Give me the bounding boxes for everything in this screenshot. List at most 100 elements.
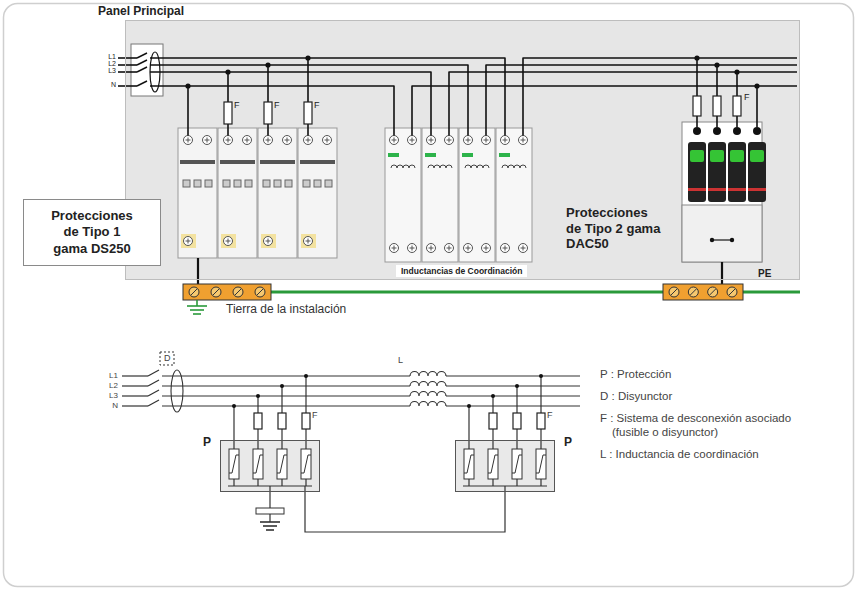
module-window xyxy=(245,180,252,187)
main-panel: Panel PrincipalProtecciones de Tipo 1 ga… xyxy=(125,20,800,280)
drop-wire xyxy=(696,58,698,127)
phase-name: L3 xyxy=(98,67,116,75)
terminal-mark xyxy=(431,138,432,143)
phase-name: N xyxy=(98,81,116,89)
fuse-label: F xyxy=(274,100,280,111)
varistor-curve xyxy=(301,455,311,473)
phase-name: L3 xyxy=(100,391,118,401)
ground-bar xyxy=(663,284,743,300)
outer-frame xyxy=(4,4,854,587)
fuse-symbol xyxy=(713,96,721,116)
terminal xyxy=(304,136,313,145)
terminal-mark xyxy=(431,246,432,251)
supply-wire xyxy=(118,71,137,73)
junction-dot xyxy=(305,55,310,60)
ground-bar xyxy=(256,508,284,514)
key-entry: D : Disyunctor xyxy=(600,390,828,404)
junction-dot xyxy=(734,69,739,74)
terminal-mark xyxy=(327,138,328,143)
terminal xyxy=(323,136,332,145)
junction-dot xyxy=(753,127,761,135)
type1-label-box: Protecciones de Tipo 1 gama DS250 xyxy=(23,199,161,266)
coil-symbol xyxy=(391,165,415,168)
ground-symbol xyxy=(187,305,207,307)
junction-dot xyxy=(710,238,714,242)
line-conductor xyxy=(446,405,580,406)
earth-wire xyxy=(269,486,270,508)
fuse-label: F xyxy=(314,100,320,111)
cartridge xyxy=(748,142,766,202)
line-conductor xyxy=(122,395,148,396)
varistor-lead xyxy=(281,479,282,486)
terminal-mark xyxy=(207,138,208,143)
supply-wire xyxy=(118,64,137,66)
fuse-symbol xyxy=(537,413,545,429)
earth-terminal-mark xyxy=(712,239,732,240)
inductance-label-box: Inductancias de Coordinación xyxy=(396,265,527,277)
ground-bar xyxy=(183,284,271,300)
supply-wire xyxy=(118,57,137,59)
type1-module xyxy=(178,128,217,258)
terminal-mark xyxy=(505,138,506,143)
terminal xyxy=(224,136,233,145)
varistor-symbol xyxy=(464,449,474,479)
junction-dot xyxy=(694,55,699,60)
screw-slot xyxy=(191,289,197,295)
varistor-symbol xyxy=(512,449,522,479)
junction-dot xyxy=(256,394,260,398)
ground-symbol xyxy=(193,313,201,315)
terminal-mark xyxy=(523,138,524,143)
screw-slot xyxy=(213,289,219,295)
terminal xyxy=(427,136,436,145)
varistor-lead xyxy=(257,479,258,486)
status-mark xyxy=(499,153,510,157)
bar-screw xyxy=(708,287,718,297)
protection-box: P xyxy=(220,440,320,492)
inductance-module xyxy=(385,128,421,262)
cartridge-indicator xyxy=(710,150,724,162)
status-mark xyxy=(462,153,473,157)
module-bar xyxy=(180,160,215,164)
line-conductor xyxy=(446,395,580,396)
type1-module xyxy=(298,128,337,258)
fuse-symbol xyxy=(278,413,286,429)
line-conductor xyxy=(162,385,410,386)
module-bar xyxy=(300,160,335,164)
switch-contact xyxy=(148,370,159,376)
cartridge-band xyxy=(708,188,726,191)
terminal-mark xyxy=(287,138,288,143)
module-window xyxy=(234,180,241,187)
terminal-mark xyxy=(468,138,469,143)
panel-ground xyxy=(125,20,800,280)
terminal-mark xyxy=(228,239,229,244)
varistor-symbol xyxy=(277,449,287,479)
line-conductor xyxy=(162,375,410,376)
screw-slot xyxy=(690,289,696,295)
screw-slot xyxy=(257,289,263,295)
switch-contact xyxy=(137,67,147,72)
junction-dot xyxy=(733,127,741,135)
terminal xyxy=(519,136,528,145)
terminal-base xyxy=(261,234,276,248)
junction-dot xyxy=(754,83,759,88)
line-conductor xyxy=(446,385,580,386)
switch-contact xyxy=(137,81,147,86)
drop-wire xyxy=(233,406,234,449)
terminal xyxy=(203,136,212,145)
terminal-mark xyxy=(412,138,413,143)
coil-symbol xyxy=(410,372,446,377)
phase-name: L2 xyxy=(100,381,118,391)
varistor-lead xyxy=(516,479,517,486)
junction-dot xyxy=(225,69,230,74)
key-entry: F : Sistema de desconexión asociado (fus… xyxy=(600,412,828,440)
varistor-lead xyxy=(233,479,234,486)
varistor-curve xyxy=(488,455,498,473)
terminal xyxy=(224,237,233,246)
module-window xyxy=(325,180,332,187)
earth-label: Tierra de la instalación xyxy=(226,302,346,316)
module-window xyxy=(194,180,201,187)
module-window xyxy=(223,180,230,187)
terminal xyxy=(482,244,491,253)
